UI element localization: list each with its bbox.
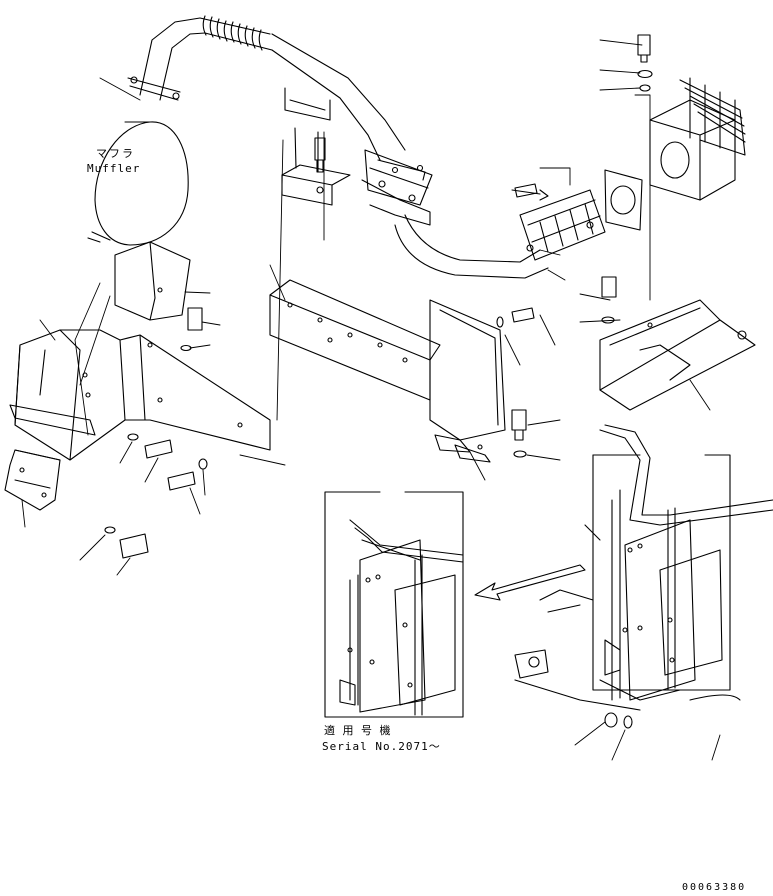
- document-number: 00063380: [682, 882, 747, 893]
- pipe-bracket: [281, 127, 351, 206]
- detail-view-right: [514, 424, 773, 711]
- cover-plate-left: [14, 241, 271, 461]
- flex-coupling: [511, 189, 606, 261]
- muffler-label-jp: マフラ: [96, 147, 135, 160]
- exhaust-pipe: [127, 15, 406, 161]
- leader-lines: [21, 39, 721, 761]
- gasket: [604, 169, 643, 231]
- detail-view-center: [324, 491, 464, 718]
- direction-arrow: [474, 564, 586, 601]
- muffler: [87, 121, 189, 246]
- vertical-plate: [429, 299, 506, 463]
- muffler-label: Muffler: [87, 162, 141, 175]
- center-panel: [269, 279, 441, 401]
- rain-cap: [649, 77, 746, 201]
- bellows-ribs: [202, 15, 263, 51]
- applicable-serial-label: Serial No.2071～: [322, 740, 441, 753]
- applicable-serial-label-jp: 適 用 号 機: [324, 724, 393, 737]
- support-bracket: [599, 299, 756, 411]
- elbow-pipe: [361, 149, 549, 279]
- side-bracket: [4, 404, 96, 511]
